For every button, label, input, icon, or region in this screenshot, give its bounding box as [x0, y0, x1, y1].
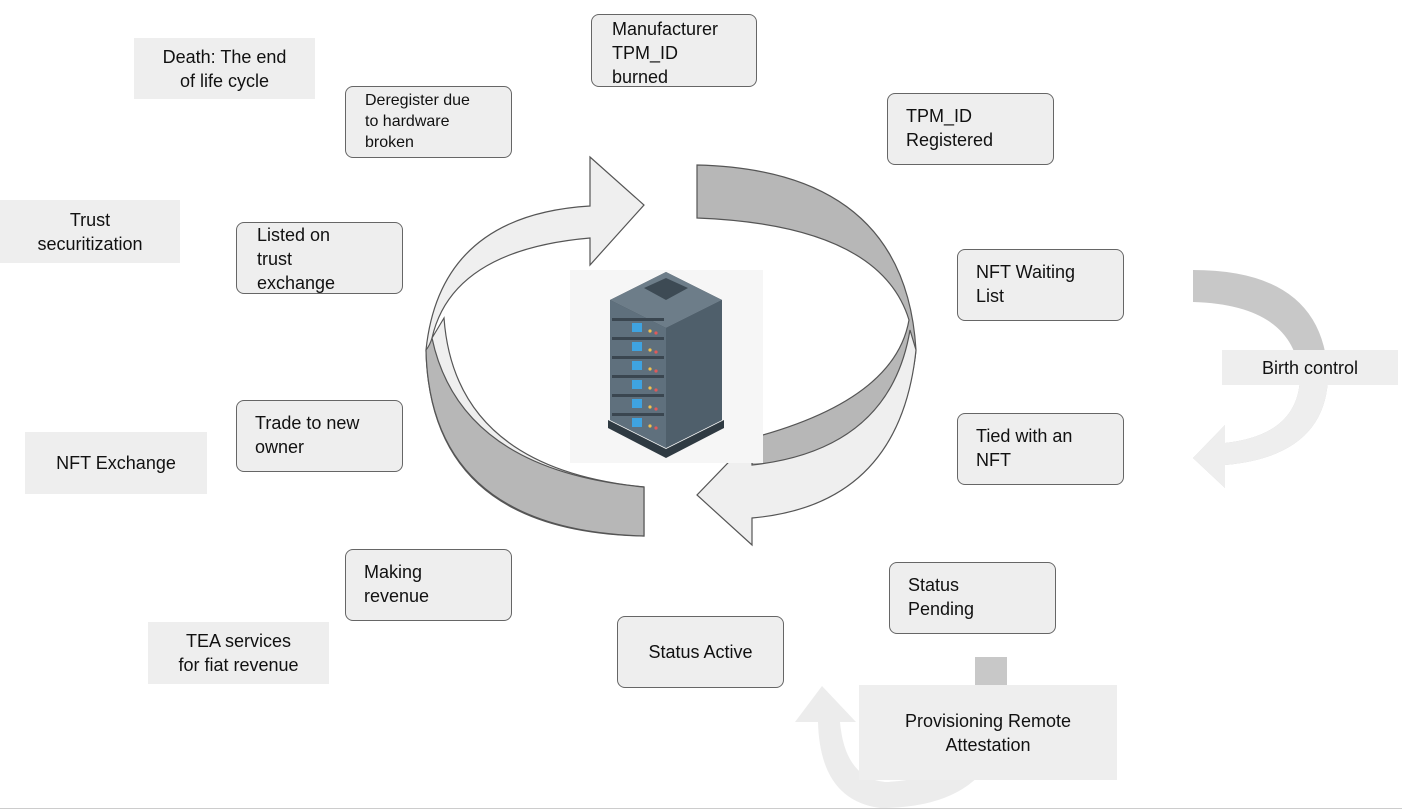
step-trade: Trade to new owner [236, 400, 403, 472]
provisioning-arrow [975, 657, 1007, 688]
cycle-arrow-left-band [425, 337, 645, 537]
step-active: Status Active [617, 616, 784, 688]
label-nft-exchange: NFT Exchange [25, 432, 207, 494]
step-manufacturer: Manufacturer TPM_ID burned [591, 14, 757, 87]
label-trust-securitization: Trust securitization [0, 200, 180, 263]
step-pending: Status Pending [889, 562, 1056, 634]
label-tea-services: TEA services for fiat revenue [148, 622, 329, 684]
step-listed: Listed on trust exchange [236, 222, 403, 294]
birth-control-arrow-head [1193, 378, 1328, 488]
server-rack-icon [570, 270, 763, 463]
step-revenue: Making revenue [345, 549, 512, 621]
label-death: Death: The end of life cycle [134, 38, 315, 99]
label-birth-control: Birth control [1222, 350, 1398, 385]
step-registered: TPM_ID Registered [887, 93, 1054, 165]
cycle-arrow-bottom-right [696, 329, 917, 547]
step-waiting-list: NFT Waiting List [957, 249, 1124, 321]
step-deregister: Deregister due to hardware broken [345, 86, 512, 158]
bottom-divider [0, 808, 1402, 809]
step-tied-nft: Tied with an NFT [957, 413, 1124, 485]
label-provisioning: Provisioning Remote Attestation [859, 685, 1117, 780]
